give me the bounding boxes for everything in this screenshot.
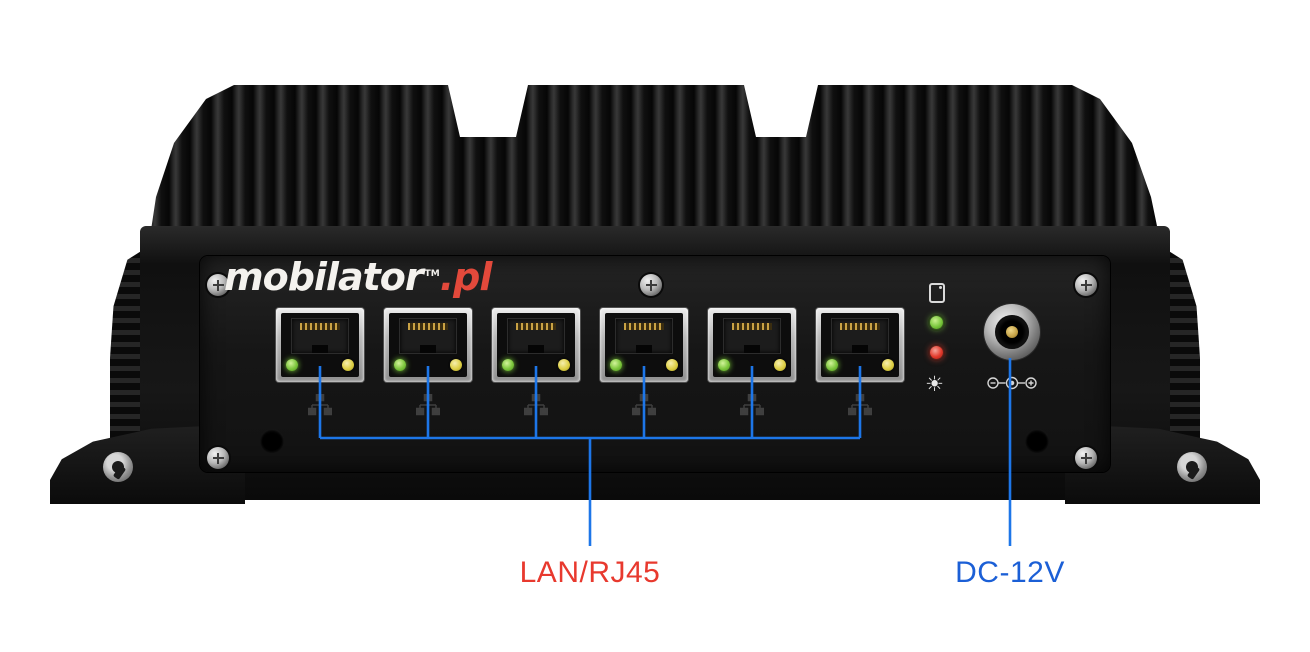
heatsink-fins xyxy=(148,85,1162,250)
screw xyxy=(1075,274,1097,296)
lan-label: LAN/RJ45 xyxy=(519,556,661,589)
network-icon xyxy=(524,394,548,416)
rj45-opening xyxy=(616,319,672,353)
network-icon xyxy=(632,394,656,416)
activity-led-icon xyxy=(774,359,786,371)
link-led-icon xyxy=(718,359,730,371)
rj45-tab-slot xyxy=(528,345,544,353)
rj45-port-5 xyxy=(708,308,796,416)
link-led-icon xyxy=(610,359,622,371)
red-led-icon xyxy=(930,346,943,359)
rj45-tab-slot xyxy=(852,345,868,353)
rj45-port-6 xyxy=(816,308,904,416)
link-led-icon xyxy=(286,359,298,371)
rj45-face xyxy=(605,313,683,377)
screw xyxy=(640,274,662,296)
link-led-icon xyxy=(826,359,838,371)
rj45-face xyxy=(497,313,575,377)
rj45-pins xyxy=(624,323,664,330)
rj45-tab-slot xyxy=(312,345,328,353)
activity-led-icon xyxy=(450,359,462,371)
light-icon: ☀ xyxy=(925,372,944,396)
dc-label: DC-12V xyxy=(955,556,1065,589)
trademark-symbol: TM xyxy=(424,269,440,280)
right-keyhole-mount xyxy=(1177,452,1207,482)
link-led-icon xyxy=(394,359,406,371)
rj45-pins xyxy=(516,323,556,330)
rj45-opening xyxy=(724,319,780,353)
green-led-icon xyxy=(930,316,943,329)
drive-icon-dot xyxy=(939,286,942,289)
dc-jack-pin xyxy=(1006,326,1018,338)
rj45-port-1 xyxy=(276,308,364,416)
recessed-hole xyxy=(1025,429,1049,453)
drive-icon xyxy=(929,283,945,303)
network-icon xyxy=(740,394,764,416)
rj45-opening xyxy=(832,319,888,353)
activity-led-icon xyxy=(666,359,678,371)
brand-logo-main: mobilator xyxy=(224,255,424,299)
rj45-opening xyxy=(508,319,564,353)
rj45-pins xyxy=(300,323,340,330)
dc-jack xyxy=(984,304,1040,360)
rj45-tab-slot xyxy=(420,345,436,353)
lan-port-row xyxy=(276,308,904,416)
activity-led-icon xyxy=(558,359,570,371)
screw xyxy=(207,274,229,296)
activity-led-icon xyxy=(342,359,354,371)
rj45-port-3 xyxy=(492,308,580,416)
rj45-pins xyxy=(408,323,448,330)
rj45-tab-slot xyxy=(636,345,652,353)
rj45-pins xyxy=(732,323,772,330)
dc-polarity-icon xyxy=(987,376,1037,390)
recessed-hole xyxy=(260,429,284,453)
network-icon xyxy=(848,394,872,416)
left-keyhole-mount xyxy=(103,452,133,482)
rj45-port-4 xyxy=(600,308,688,416)
rj45-opening xyxy=(400,319,456,353)
rj45-face xyxy=(713,313,791,377)
rj45-opening xyxy=(292,319,348,353)
rj45-pins xyxy=(840,323,880,330)
link-led-icon xyxy=(502,359,514,371)
screw xyxy=(1075,447,1097,469)
rj45-face xyxy=(821,313,899,377)
activity-led-icon xyxy=(882,359,894,371)
rj45-face xyxy=(389,313,467,377)
rj45-tab-slot xyxy=(744,345,760,353)
screw xyxy=(207,447,229,469)
dc-jack-barrel xyxy=(995,315,1029,349)
network-icon xyxy=(416,394,440,416)
network-icon xyxy=(308,394,332,416)
brand-logo-tld: .pl xyxy=(439,255,493,299)
rj45-port-2 xyxy=(384,308,472,416)
rj45-face xyxy=(281,313,359,377)
